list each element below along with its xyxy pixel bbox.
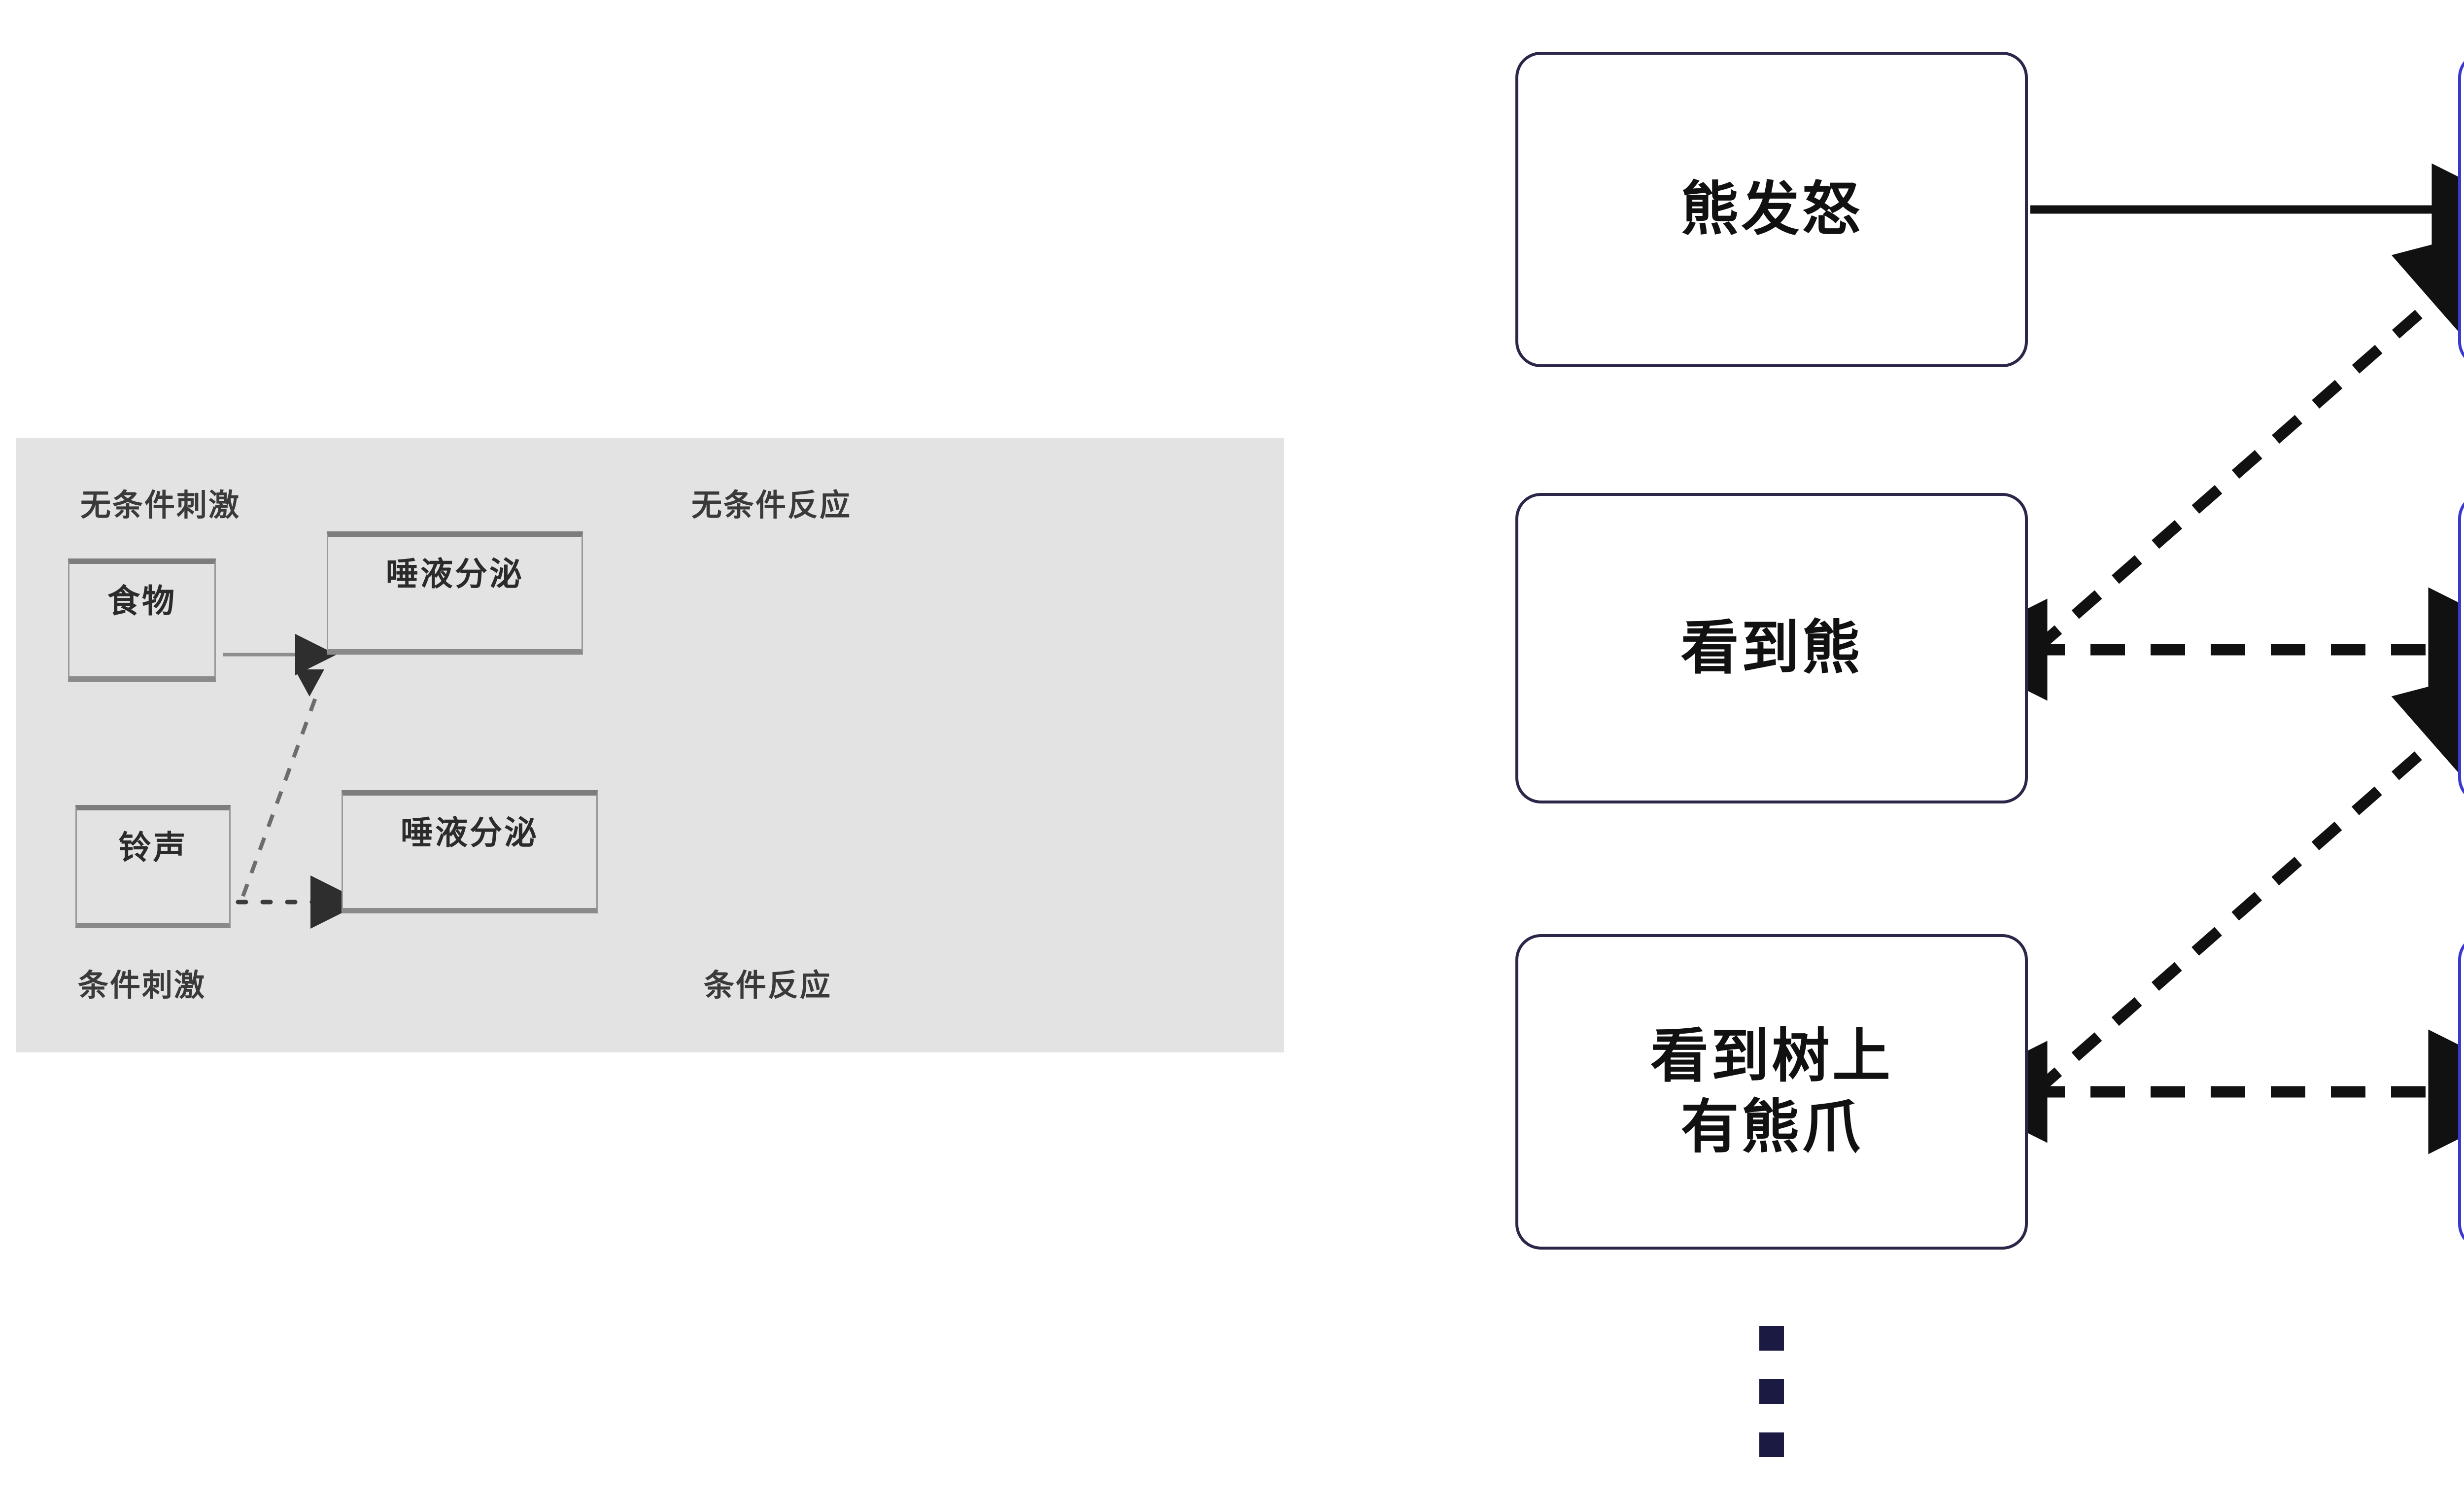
node-see-bear[interactable]: 看到熊 [1515, 493, 2028, 803]
pavlov-box-bell: 铃声 [75, 805, 231, 928]
arrow-bell-to-salivation-ur [241, 693, 319, 897]
ellipsis-dot [1759, 1432, 1784, 1457]
node-reward[interactable]: 奖励 [2458, 52, 2464, 367]
caption-conditioned-stimulus: 条件刺激 [78, 967, 206, 1003]
caption-conditioned-response: 条件反应 [704, 967, 832, 1003]
pavlov-box-bell-label: 铃声 [118, 829, 188, 867]
pavlov-connectors [223, 634, 364, 929]
node-claw-marks-label-line2: 有熊爪 [1680, 1093, 1863, 1161]
node-bear-angry-label: 熊发怒 [1680, 175, 1863, 244]
pavlov-box-salivation-unconditioned: 唾液分泌 [327, 531, 583, 655]
pavlov-box-salivation-conditioned: 唾液分泌 [342, 790, 598, 913]
node-claw-marks[interactable]: 看到树上 有熊爪 [1515, 934, 2028, 1250]
node-v-s-prime[interactable]: V(s′) [2458, 493, 2464, 803]
pavlov-box-food: 食物 [68, 558, 216, 682]
classical-conditioning-diagram: 无条件刺激 无条件反应 条件刺激 条件反应 食物 铃声 唾液分泌 唾液分泌 [16, 438, 1284, 1052]
pavlov-box-salivation-conditioned-label: 唾液分泌 [401, 814, 539, 852]
ellipsis-states-column [1759, 1326, 1784, 1457]
node-claw-marks-label-line1: 看到树上 [1650, 1022, 1893, 1090]
node-v-s[interactable]: V(s) [2458, 934, 2464, 1250]
node-bear-angry[interactable]: 熊发怒 [1515, 52, 2028, 367]
pavlov-box-salivation-unconditioned-label: 唾液分泌 [386, 555, 524, 593]
caption-unconditioned-response: 无条件反应 [691, 487, 852, 523]
caption-unconditioned-stimulus: 无条件刺激 [80, 487, 241, 523]
edge-see-bear-to-reward [2031, 220, 2464, 654]
ellipsis-dot [1759, 1379, 1784, 1404]
pavlov-box-food-label: 食物 [107, 582, 176, 620]
edge-claw-marks-to-v-sprime [2031, 661, 2464, 1096]
node-see-bear-label: 看到熊 [1680, 614, 1863, 682]
arrowhead-bell-diagonal [295, 669, 324, 697]
ellipsis-dot [1759, 1326, 1784, 1351]
